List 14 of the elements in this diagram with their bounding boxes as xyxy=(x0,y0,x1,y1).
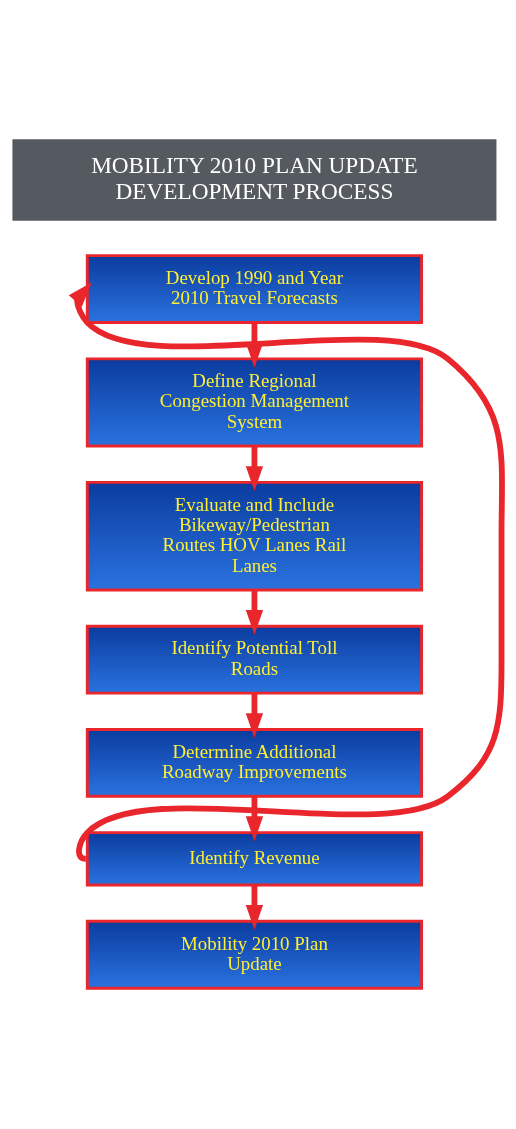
arrow xyxy=(68,282,505,861)
arrow xyxy=(245,885,264,930)
node-box: Evaluate and Include Bikeway/Pedestrian Routes HOV Lanes Rail Lanes xyxy=(85,480,424,592)
arrow xyxy=(245,446,264,491)
node-box: Develop 1990 and Year 2010 Travel Forecasts xyxy=(85,254,424,324)
node-box: Mobility 2010 Plan Update xyxy=(85,919,424,990)
arrow xyxy=(245,693,264,738)
node-box: Identify Revenue xyxy=(85,831,424,887)
node-box: MOBILITY 2010 PLAN UPDATE DEVELOPMENT PROCESS xyxy=(12,139,497,221)
node-box: Define Regional Congestion Management System xyxy=(85,357,424,448)
arrow xyxy=(245,590,264,635)
node-box: Identify Potential Toll Roads xyxy=(85,624,424,695)
node-box: Determine Additional Roadway Improvements xyxy=(85,728,424,798)
arrow xyxy=(245,796,264,842)
